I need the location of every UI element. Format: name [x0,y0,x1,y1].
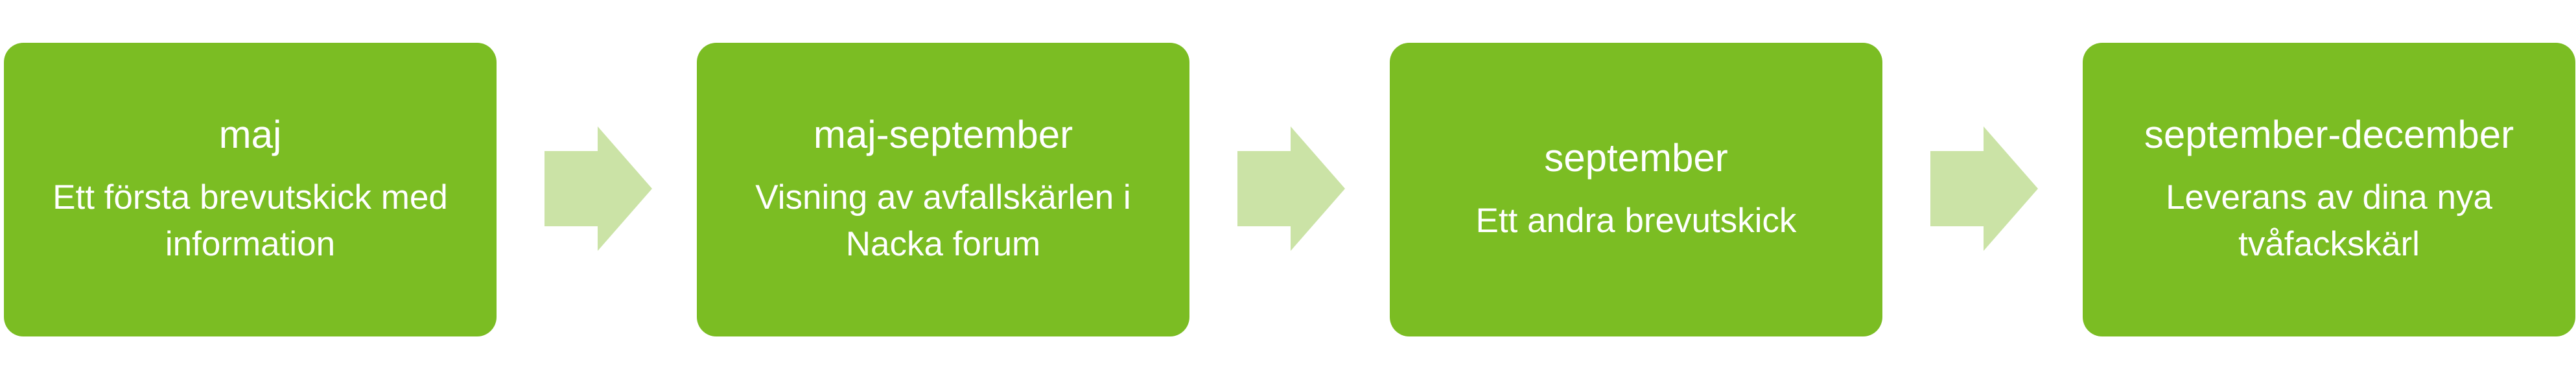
step-description: Ett första brevutskick med information [53,178,448,263]
right-arrow-icon [544,126,652,251]
right-arrow-icon [1930,126,2038,251]
step-box-september: september Ett andra brevutskick [1390,43,1882,336]
step-box-maj-september: maj-september Visning av avfallskärlen i… [697,43,1189,336]
step-description: Ett andra brevutskick [1475,201,1797,240]
step-description: Visning av avfallskärlen i Nacka forum [755,178,1131,263]
step-title: maj-september [813,112,1073,156]
step-description: Leverans av dina nya tvåfackskärl [2166,178,2492,263]
step-title: september [1544,135,1728,180]
step-box-maj: maj Ett första brevutskick med informati… [4,43,497,336]
step-title: maj [218,112,282,156]
step-title: september-december [2144,112,2514,156]
step-box-september-december: september-december Leverans av dina nya … [2083,43,2575,336]
right-arrow-icon [1237,126,1345,251]
